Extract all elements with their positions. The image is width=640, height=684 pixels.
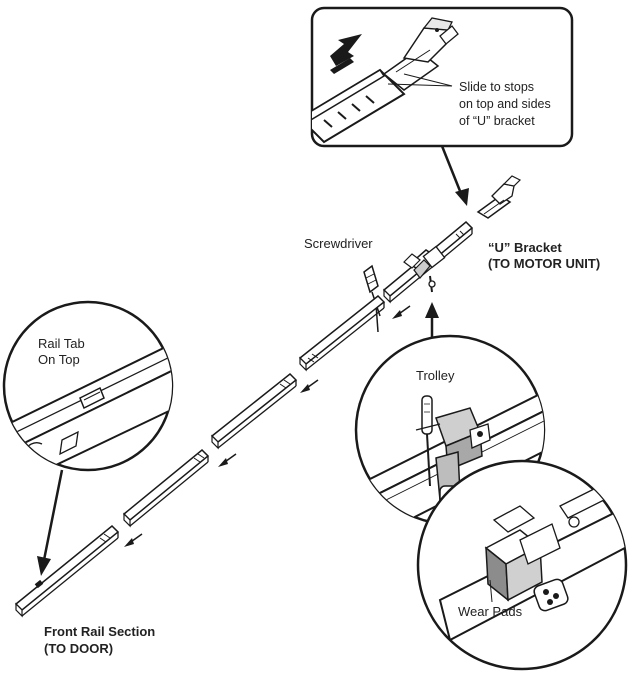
rail-section-4: [122, 448, 210, 528]
detail-pointer-arrow: [440, 145, 469, 206]
trolley-on-rail: [403, 245, 446, 293]
rail-tab-pointer-arrow: [37, 469, 64, 576]
wear-pads-label: Wear Pads: [458, 604, 523, 619]
slide-caption-line-2: on top and sides: [459, 97, 551, 111]
front-rail-section: [14, 524, 120, 618]
slide-caption-line-3: of “U” bracket: [459, 114, 535, 128]
screwdriver-label: Screwdriver: [304, 236, 373, 251]
rail-tab-detail-circle: [2, 300, 174, 472]
slide-direction-arrow: [330, 34, 362, 74]
rail-assembly: [14, 175, 522, 618]
rail-section-2: [298, 294, 386, 372]
slide-detail-box: [310, 6, 574, 148]
rail-tab-sublabel: On Top: [38, 352, 80, 367]
front-rail-label: Front Rail Section: [44, 624, 156, 639]
u-bracket: [476, 175, 522, 219]
front-rail-sublabel: (TO DOOR): [44, 641, 114, 656]
slide-caption-line-1: Slide to stops: [459, 80, 535, 94]
u-bracket-sublabel: (TO MOTOR UNIT): [488, 256, 601, 271]
rail-tab-label: Rail Tab: [38, 336, 85, 351]
assembly-arrows: [124, 305, 411, 547]
u-bracket-label: “U” Bracket: [488, 240, 562, 255]
wear-pads-detail-circle: [416, 459, 628, 671]
trolley-label: Trolley: [416, 368, 455, 383]
rail-section-3: [210, 372, 298, 450]
detail-rail: [312, 68, 406, 144]
